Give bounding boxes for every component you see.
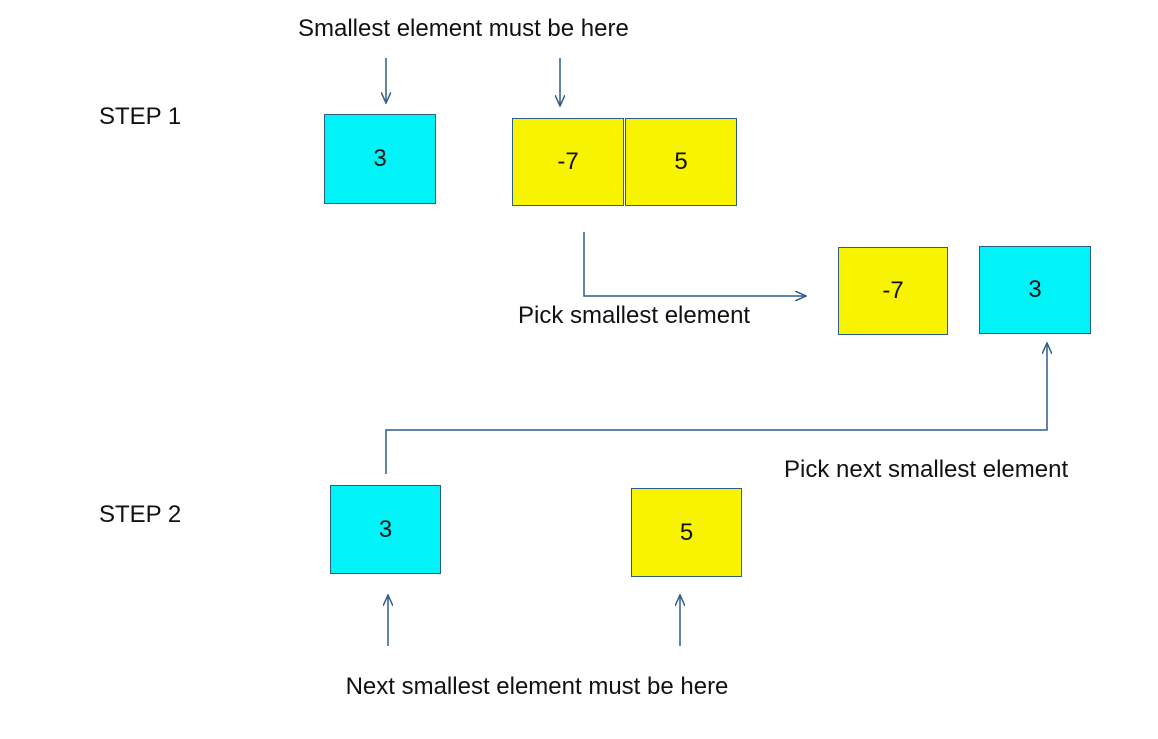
step-1-left-value: 3 <box>373 145 387 172</box>
step-2-right-value: 5 <box>679 518 694 546</box>
result-value-2: 3 <box>1028 276 1042 303</box>
step-2-label: STEP 2 <box>99 501 182 528</box>
step-1-right-value-2: 5 <box>674 148 688 175</box>
result-value-1: -7 <box>882 277 904 304</box>
step-1-label: STEP 1 <box>99 103 182 130</box>
step-1-right-box-2: 5 <box>625 118 737 206</box>
result-box-1: -7 <box>838 247 948 335</box>
pick-smallest-label: Pick smallest element <box>518 302 751 329</box>
step-1-right-value-1: -7 <box>557 148 579 175</box>
step-1-right-box-1: -7 <box>512 118 624 206</box>
step-2-right-box: 5 <box>631 488 742 577</box>
arrow-icon <box>583 232 806 296</box>
step-2-left-value: 3 <box>378 515 393 543</box>
result-box-2: 3 <box>979 246 1091 334</box>
step-1-left-box: 3 <box>324 114 436 204</box>
pick-next-smallest-label: Pick next smallest element <box>784 456 1069 483</box>
top-annotation: Smallest element must be here <box>298 15 629 42</box>
arrow-icon <box>385 343 1047 474</box>
bottom-annotation: Next smallest element must be here <box>345 673 729 700</box>
step-2-left-box: 3 <box>330 485 441 574</box>
